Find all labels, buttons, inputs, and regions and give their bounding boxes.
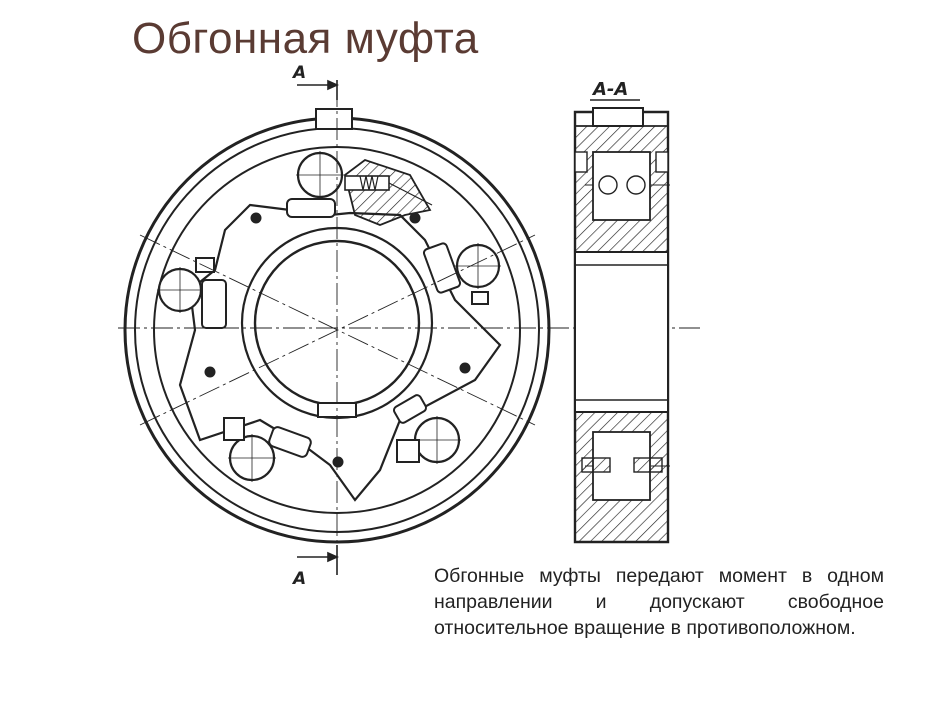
roller-bottom-right xyxy=(392,394,461,464)
section-view xyxy=(573,107,670,544)
section-view-label: А-А xyxy=(591,79,628,100)
section-arrows xyxy=(297,79,339,575)
screw-holes xyxy=(204,212,471,468)
roller-left xyxy=(157,257,227,329)
section-top-rollers-pocket xyxy=(592,151,651,221)
section-label-bottom: А xyxy=(291,569,306,589)
spring-plunger xyxy=(343,158,433,226)
slide-title: Обгонная муфта xyxy=(132,14,479,63)
roller-bottom-left xyxy=(223,417,312,482)
slide-caption: Обгонные муфты передают момент в одном н… xyxy=(434,565,884,639)
section-label-top: А xyxy=(291,63,306,83)
top-key xyxy=(315,108,353,130)
roller-right xyxy=(422,242,501,305)
roller-top xyxy=(286,151,344,218)
section-bore xyxy=(574,251,669,413)
section-top-key xyxy=(592,107,644,127)
